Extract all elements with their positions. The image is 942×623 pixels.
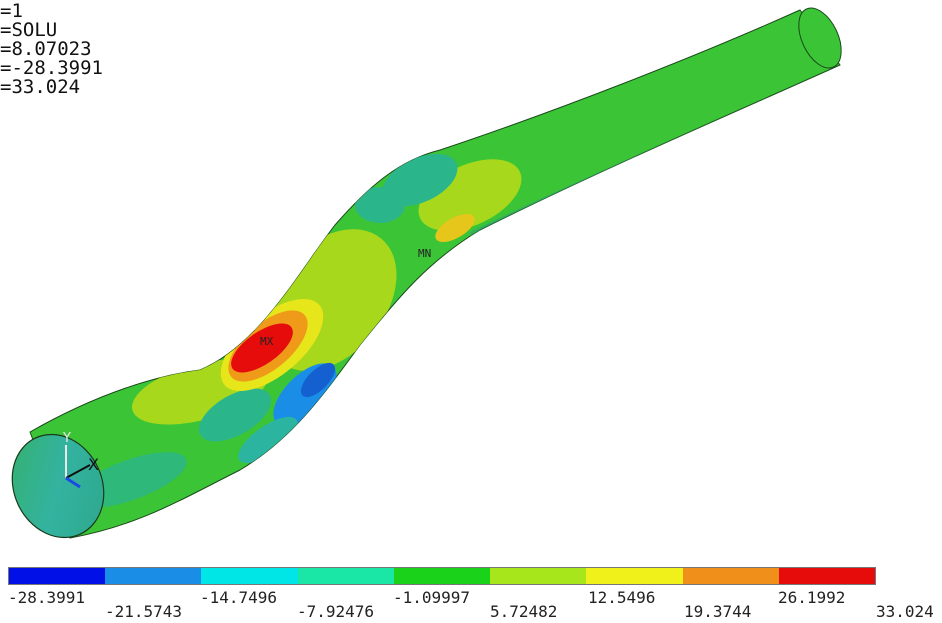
pipe-body: [11, 7, 842, 539]
legend-label: 12.5496: [588, 588, 656, 607]
info-line-3: =8.07023: [0, 38, 92, 60]
info-line-2: =SOLU: [0, 19, 58, 41]
legend-label: 26.1992: [778, 588, 846, 607]
legend-color-segment: [778, 568, 875, 584]
axis-x-label: X: [88, 455, 99, 474]
legend-color-segment: [393, 568, 491, 584]
legend-label: 19.3744: [684, 602, 752, 621]
min-marker-label: MN: [418, 247, 431, 260]
contour-legend-bar: [8, 567, 876, 585]
legend-color-segment: [297, 568, 394, 584]
legend-label: 33.024: [876, 602, 934, 621]
legend-label: -21.5743: [105, 602, 183, 621]
legend-color-segment: [105, 568, 202, 584]
legend-color-segment: [9, 568, 106, 584]
info-panel: =1 =SOLU =8.07023 =-28.3991 =33.024: [0, 2, 103, 97]
max-marker-label: MX: [260, 335, 274, 348]
legend-label: -14.7496: [200, 588, 278, 607]
axis-triad: Y X: [62, 431, 99, 489]
legend-label: 5.72482: [490, 602, 558, 621]
info-line-1: =1: [0, 0, 23, 22]
legend-color-segment: [586, 568, 683, 584]
legend-label: -7.92476: [297, 602, 375, 621]
info-line-5: =33.024: [0, 76, 81, 98]
legend-color-segment: [490, 568, 587, 584]
axis-y-label: Y: [62, 431, 71, 446]
legend-label: -1.09997: [393, 588, 471, 607]
legend-color-segment: [201, 568, 298, 584]
legend-color-segment: [682, 568, 779, 584]
model-viewport[interactable]: MX MN Y X: [0, 0, 942, 560]
info-line-4: =-28.3991: [0, 57, 103, 79]
legend-label: -28.3991: [8, 588, 86, 607]
